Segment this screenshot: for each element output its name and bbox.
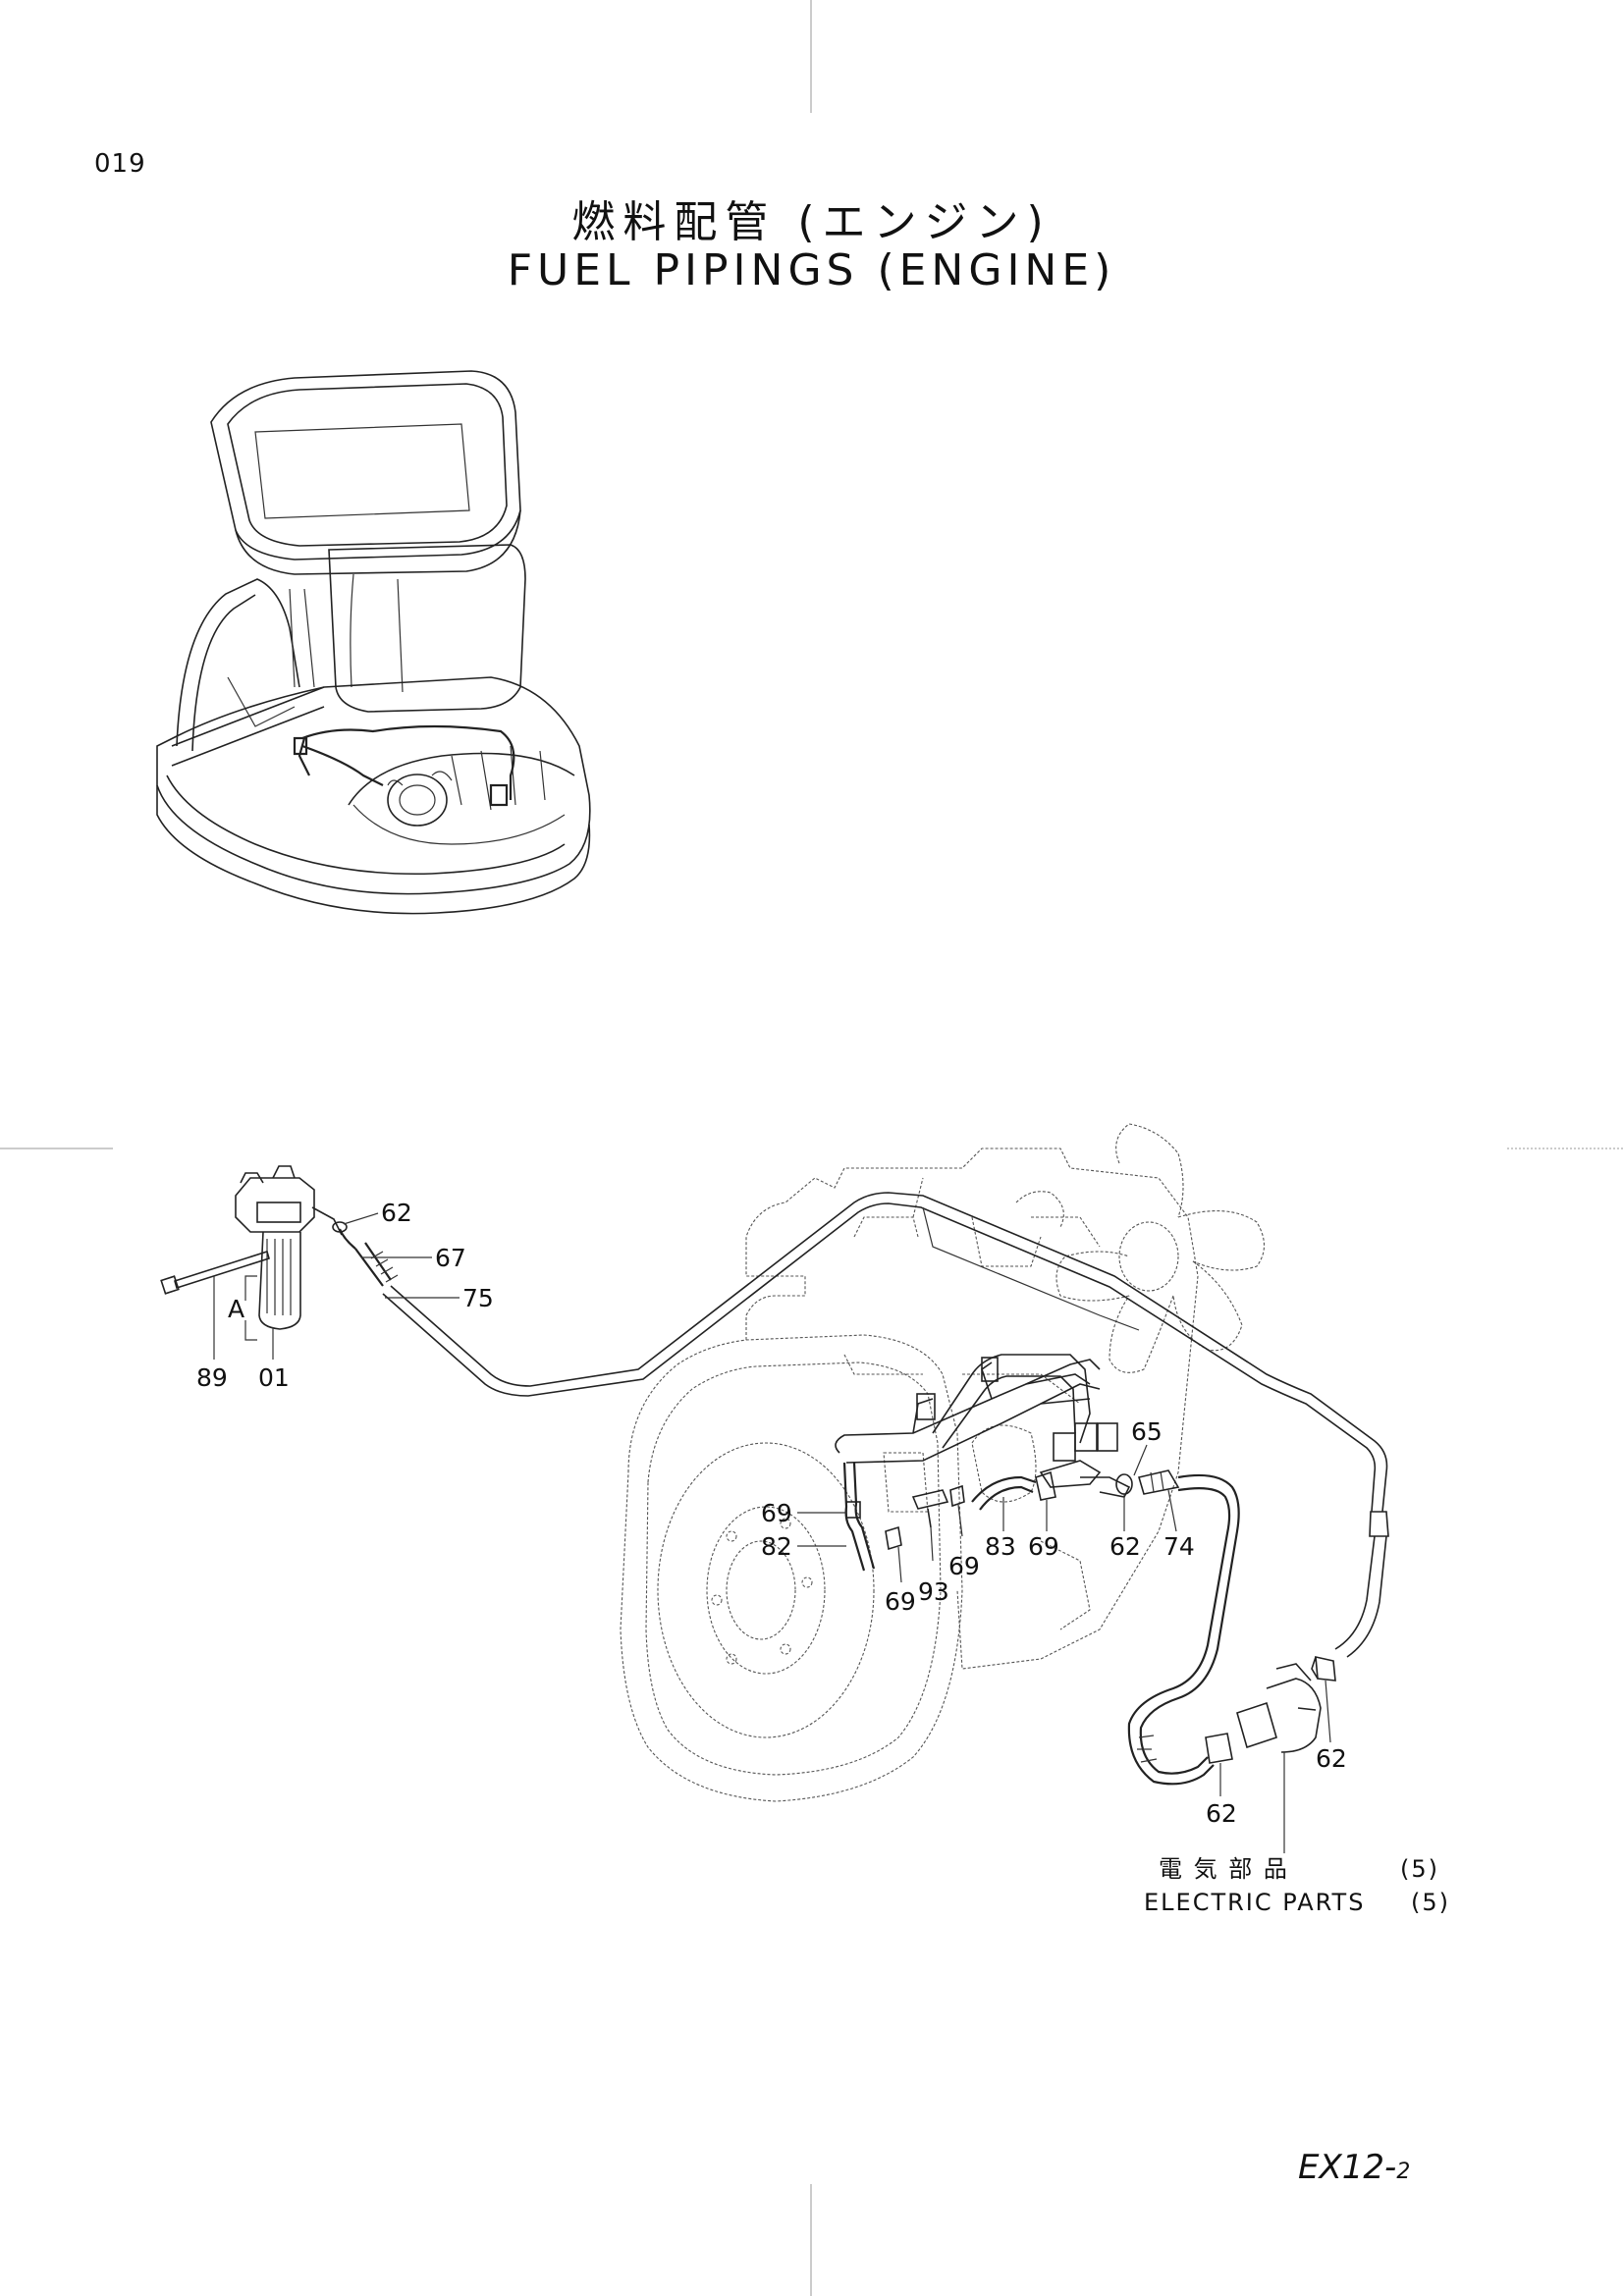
page-code-sub: 2 xyxy=(1396,2160,1411,2184)
callout-65: 65 xyxy=(1131,1417,1163,1446)
reference-number-jp: (5) xyxy=(1400,1855,1439,1883)
callout-69-lower: 69 xyxy=(885,1587,916,1616)
callout-93: 93 xyxy=(918,1577,949,1606)
injection-pipes xyxy=(835,1354,1322,1786)
callout-62-top: 62 xyxy=(381,1199,412,1227)
callout-75: 75 xyxy=(462,1284,494,1312)
callout-62-right: 62 xyxy=(1316,1744,1347,1773)
callout-a: A xyxy=(228,1295,244,1323)
callout-69-left: 69 xyxy=(761,1499,792,1527)
machine-overview-illustration xyxy=(156,370,591,915)
reference-number-en: (5) xyxy=(1411,1889,1450,1916)
callout-62-center: 62 xyxy=(1109,1532,1141,1561)
fuel-pipes xyxy=(332,1192,1389,1682)
callout-01: 01 xyxy=(258,1363,290,1392)
callout-62-bottom: 62 xyxy=(1206,1799,1237,1828)
reference-japanese: 電 気 部 品 xyxy=(1159,1855,1289,1883)
callout-83: 83 xyxy=(985,1532,1016,1561)
callout-67: 67 xyxy=(435,1244,466,1272)
callout-69-middle: 69 xyxy=(948,1552,980,1580)
callout-82: 82 xyxy=(761,1532,792,1561)
callout-69-right: 69 xyxy=(1028,1532,1059,1561)
electric-parts-reference: 電 気 部 品 (5) ELECTRIC PARTS (5) xyxy=(1144,1855,1450,1916)
reference-english: ELECTRIC PARTS xyxy=(1144,1889,1365,1916)
callout-74: 74 xyxy=(1163,1532,1195,1561)
fuel-filter-assembly xyxy=(160,1165,343,1330)
leader-lines xyxy=(213,1212,1331,1853)
callout-labels: 62 67 75 A 89 01 65 69 82 69 93 69 83 69… xyxy=(196,1199,1347,1828)
title-english: FUEL PIPINGS (ENGINE) xyxy=(507,245,1116,295)
callout-89: 89 xyxy=(196,1363,228,1392)
page-code-main: EX12- xyxy=(1298,2148,1397,2187)
engine-illustration xyxy=(620,1123,1266,1802)
page-number: 019 xyxy=(94,149,146,179)
title-japanese: 燃料配管 (エンジン) xyxy=(571,197,1052,247)
page-code: EX12-2 xyxy=(1298,2148,1410,2187)
